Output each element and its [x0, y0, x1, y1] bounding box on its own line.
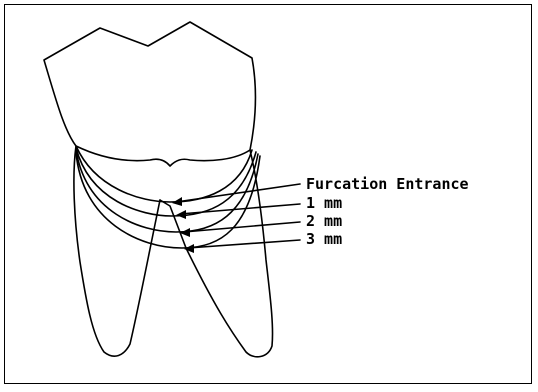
- arc-furcation-entrance: [76, 146, 252, 202]
- leader-2mm: [184, 222, 300, 232]
- tooth-root-right: [186, 150, 273, 357]
- label-3mm: 3 mm: [306, 232, 342, 247]
- tooth-root-left: [74, 146, 160, 356]
- label-furcation-entrance: Furcation Entrance: [306, 177, 469, 192]
- leader-furcation-entrance: [176, 184, 300, 202]
- tooth-crown: [44, 22, 256, 166]
- label-2mm: 2 mm: [306, 214, 342, 229]
- arrowhead-1mm: [176, 210, 186, 219]
- arc-3mm: [76, 152, 260, 248]
- leader-1mm: [180, 204, 300, 214]
- label-1mm: 1 mm: [306, 196, 342, 211]
- leader-3mm: [188, 240, 300, 248]
- furcation-notch: [160, 200, 186, 248]
